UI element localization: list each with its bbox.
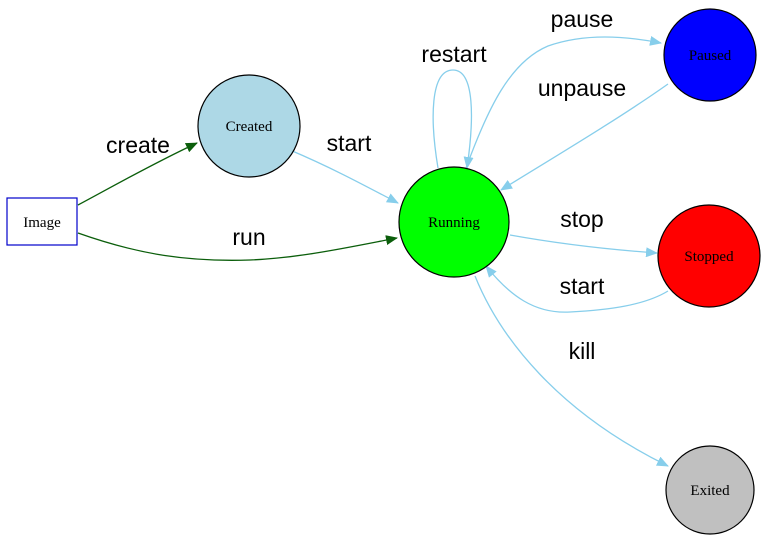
node-stopped: Stopped	[657, 204, 761, 308]
node-paused: Paused	[663, 8, 757, 102]
edge-label-create: create	[106, 132, 170, 158]
edges	[77, 35, 669, 467]
node-image-label: Image	[23, 215, 61, 231]
edge-start-stopped	[485, 265, 669, 313]
edge-label-pause: pause	[551, 6, 614, 32]
node-created-label: Created	[226, 119, 273, 135]
node-created: Created	[197, 74, 301, 178]
node-image: Image	[6, 197, 78, 246]
edge-label-restart: restart	[421, 41, 487, 67]
edge-label-kill: kill	[569, 338, 596, 364]
edge-labels: create run start restart pause unpause s…	[106, 6, 626, 364]
edge-start-created	[289, 149, 399, 204]
nodes: Image Created Running Paused Stopped Exi…	[6, 8, 761, 535]
node-paused-label: Paused	[689, 48, 732, 64]
edge-stop	[509, 234, 658, 258]
edge-label-stop: stop	[560, 206, 603, 232]
edge-label-start-stopped: start	[560, 273, 605, 299]
node-exited-label: Exited	[690, 483, 730, 499]
edge-kill	[474, 275, 669, 467]
edge-label-run: run	[232, 224, 265, 250]
node-exited: Exited	[665, 445, 755, 535]
edge-label-unpause: unpause	[538, 75, 626, 101]
edge-pause	[465, 35, 662, 169]
edge-restart	[432, 69, 474, 169]
node-running: Running	[398, 166, 510, 278]
edge-run	[77, 232, 398, 261]
edge-unpause	[500, 83, 669, 191]
node-running-label: Running	[428, 215, 480, 231]
edge-label-start-created: start	[327, 130, 372, 156]
node-stopped-label: Stopped	[684, 249, 734, 265]
edge-create	[77, 142, 198, 206]
